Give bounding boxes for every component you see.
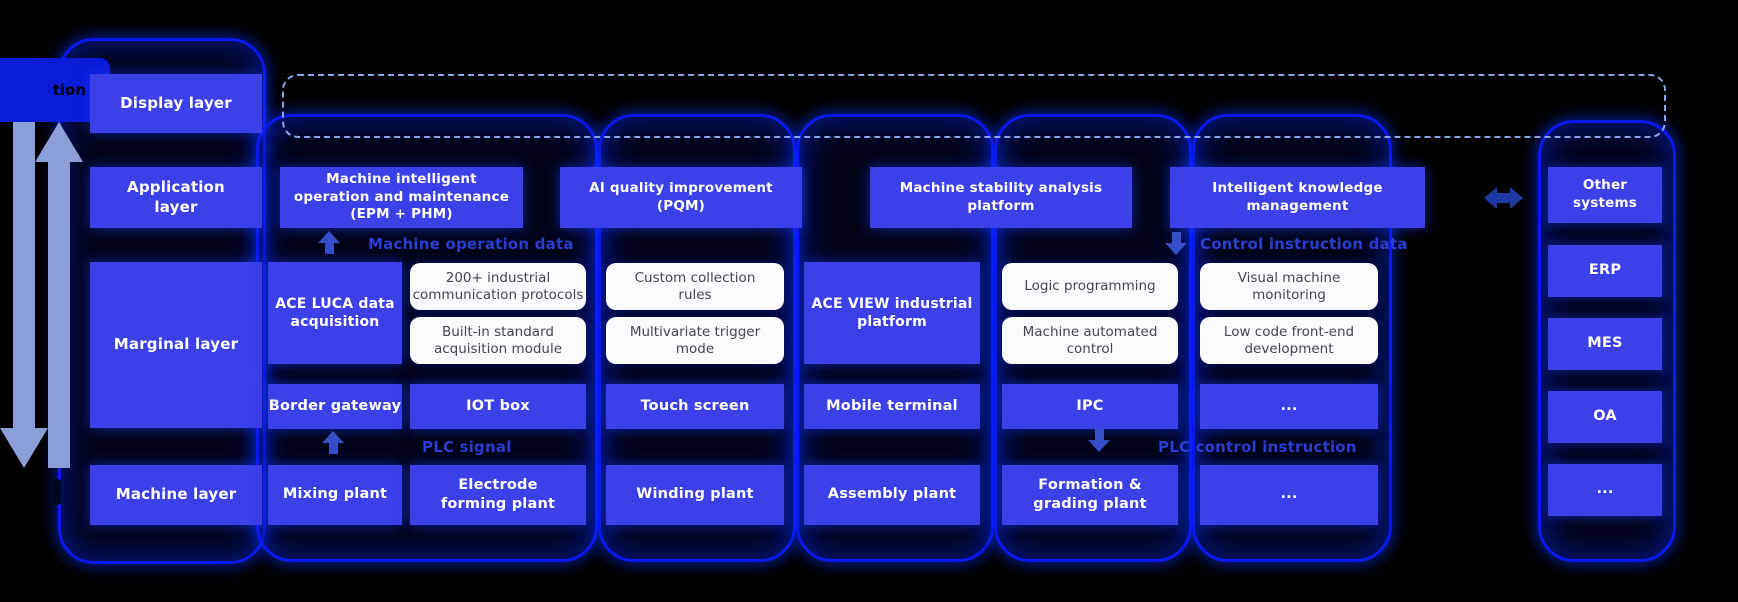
feature-collection-rules-card: Custom collection rules (606, 263, 784, 310)
electrode-forming-plant-label: Electrode forming plant (440, 476, 556, 512)
feature-automated-control-label: Machine automated control (1022, 323, 1158, 357)
left-flow-up-arrow-icon (35, 122, 83, 468)
feature-visual-monitoring-card: Visual machine monitoring (1200, 263, 1378, 310)
touch-screen-box: Touch screen (606, 384, 784, 429)
formation-grading-plant-box: Formation & grading plant (1002, 465, 1178, 525)
edge-artifact-mark (52, 479, 61, 505)
mobile-terminal-label: Mobile terminal (826, 397, 958, 414)
application-layer-label: Application layer (127, 177, 225, 216)
display-layer-box: Display layer (90, 74, 262, 133)
marginal-layer-box: Marginal layer (90, 262, 262, 428)
mixing-plant-box: Mixing plant (268, 465, 402, 525)
machine-layer-label: Machine layer (115, 485, 237, 504)
platform-stability-box: Machine stability analysis platform (870, 167, 1132, 228)
other-systems-box: Other systems (1548, 167, 1662, 223)
display-layer-label: Display layer (120, 93, 232, 112)
platform-stability-label: Machine stability analysis platform (899, 179, 1103, 214)
winding-plant-label: Winding plant (636, 486, 754, 503)
feature-collection-rules-label: Custom collection rules (634, 269, 756, 303)
left-flow-down-arrow-icon (0, 122, 48, 468)
bidirectional-arrow-icon (1484, 187, 1523, 209)
winding-plant-box: Winding plant (606, 465, 784, 525)
oa-box: OA (1548, 391, 1662, 443)
plc-control-instruction-label: PLC control instruction (1158, 438, 1357, 456)
ace-view-box: ACE VIEW industrial platform (804, 262, 980, 364)
platform-epm-phm-label: Machine intelligent operation and mainte… (293, 170, 510, 223)
cutoff-label-text: tion (52, 81, 86, 99)
other-systems-ellipsis-box: ... (1548, 464, 1662, 516)
control-instruction-data-down-arrow-icon (1165, 232, 1187, 255)
electrode-forming-plant-box: Electrode forming plant (410, 465, 586, 525)
machine-operation-data-label: Machine operation data (368, 235, 574, 253)
feature-low-code-card: Low code front-end development (1200, 317, 1378, 364)
ace-luca-label: ACE LUCA data acquisition (275, 295, 395, 330)
formation-grading-plant-label: Formation & grading plant (1033, 476, 1147, 512)
machine-layer-box: Machine layer (90, 465, 262, 525)
feature-low-code-label: Low code front-end development (1223, 323, 1355, 357)
plc-signal-label: PLC signal (422, 438, 512, 456)
platform-knowledge-label: Intelligent knowledge management (1212, 179, 1383, 214)
ace-luca-box: ACE LUCA data acquisition (268, 262, 402, 364)
display-layer-span-dashed-outline (282, 74, 1666, 138)
ipc-label: IPC (1076, 397, 1104, 414)
ace-view-label: ACE VIEW industrial platform (811, 295, 973, 330)
gateway-ellipsis-box: ... (1200, 384, 1378, 429)
plc-signal-up-arrow-icon (322, 431, 344, 454)
border-gateway-label: Border gateway (268, 397, 402, 414)
ipc-box: IPC (1002, 384, 1178, 429)
erp-box: ERP (1548, 245, 1662, 297)
marginal-layer-label: Marginal layer (113, 335, 239, 354)
platform-knowledge-box: Intelligent knowledge management (1170, 167, 1425, 228)
iot-box-label: IOT box (466, 397, 530, 414)
mixing-plant-label: Mixing plant (282, 486, 388, 503)
other-systems-label: Other systems (1573, 177, 1637, 211)
feature-acquisition-module-label: Built-in standard acquisition module (433, 323, 563, 357)
oa-label: OA (1593, 408, 1617, 425)
plc-control-down-arrow-icon (1088, 429, 1110, 452)
feature-automated-control-card: Machine automated control (1002, 317, 1178, 364)
platform-pqm-label: AI quality improvement (PQM) (589, 179, 773, 214)
iot-box-box: IOT box (410, 384, 586, 429)
platform-epm-phm-box: Machine intelligent operation and mainte… (280, 167, 523, 228)
erp-label: ERP (1588, 262, 1622, 279)
feature-logic-programming-label: Logic programming (1024, 278, 1156, 295)
assembly-plant-label: Assembly plant (827, 486, 957, 503)
platform-pqm-box: AI quality improvement (PQM) (560, 167, 802, 228)
machine-ellipsis-box: ... (1200, 465, 1378, 525)
machine-operation-data-up-arrow-icon (318, 231, 340, 254)
mes-label: MES (1587, 335, 1623, 352)
feature-trigger-mode-label: Multivariate trigger mode (629, 323, 761, 357)
touch-screen-label: Touch screen (640, 397, 750, 414)
machine-ellipsis-label: ... (1280, 486, 1298, 503)
application-layer-box: Application layer (90, 167, 262, 228)
border-gateway-box: Border gateway (268, 384, 402, 429)
feature-trigger-mode-card: Multivariate trigger mode (606, 317, 784, 364)
mes-box: MES (1548, 318, 1662, 370)
mobile-terminal-box: Mobile terminal (804, 384, 980, 429)
other-systems-ellipsis-label: ... (1596, 481, 1614, 498)
gateway-ellipsis-label: ... (1280, 397, 1298, 414)
control-instruction-data-label: Control instruction data (1200, 235, 1408, 253)
feature-acquisition-module-card: Built-in standard acquisition module (410, 317, 586, 364)
assembly-plant-box: Assembly plant (804, 465, 980, 525)
feature-visual-monitoring-label: Visual machine monitoring (1237, 269, 1341, 303)
feature-protocols-label: 200+ industrial communication protocols (412, 269, 584, 303)
feature-protocols-card: 200+ industrial communication protocols (410, 263, 586, 310)
feature-logic-programming-card: Logic programming (1002, 263, 1178, 310)
